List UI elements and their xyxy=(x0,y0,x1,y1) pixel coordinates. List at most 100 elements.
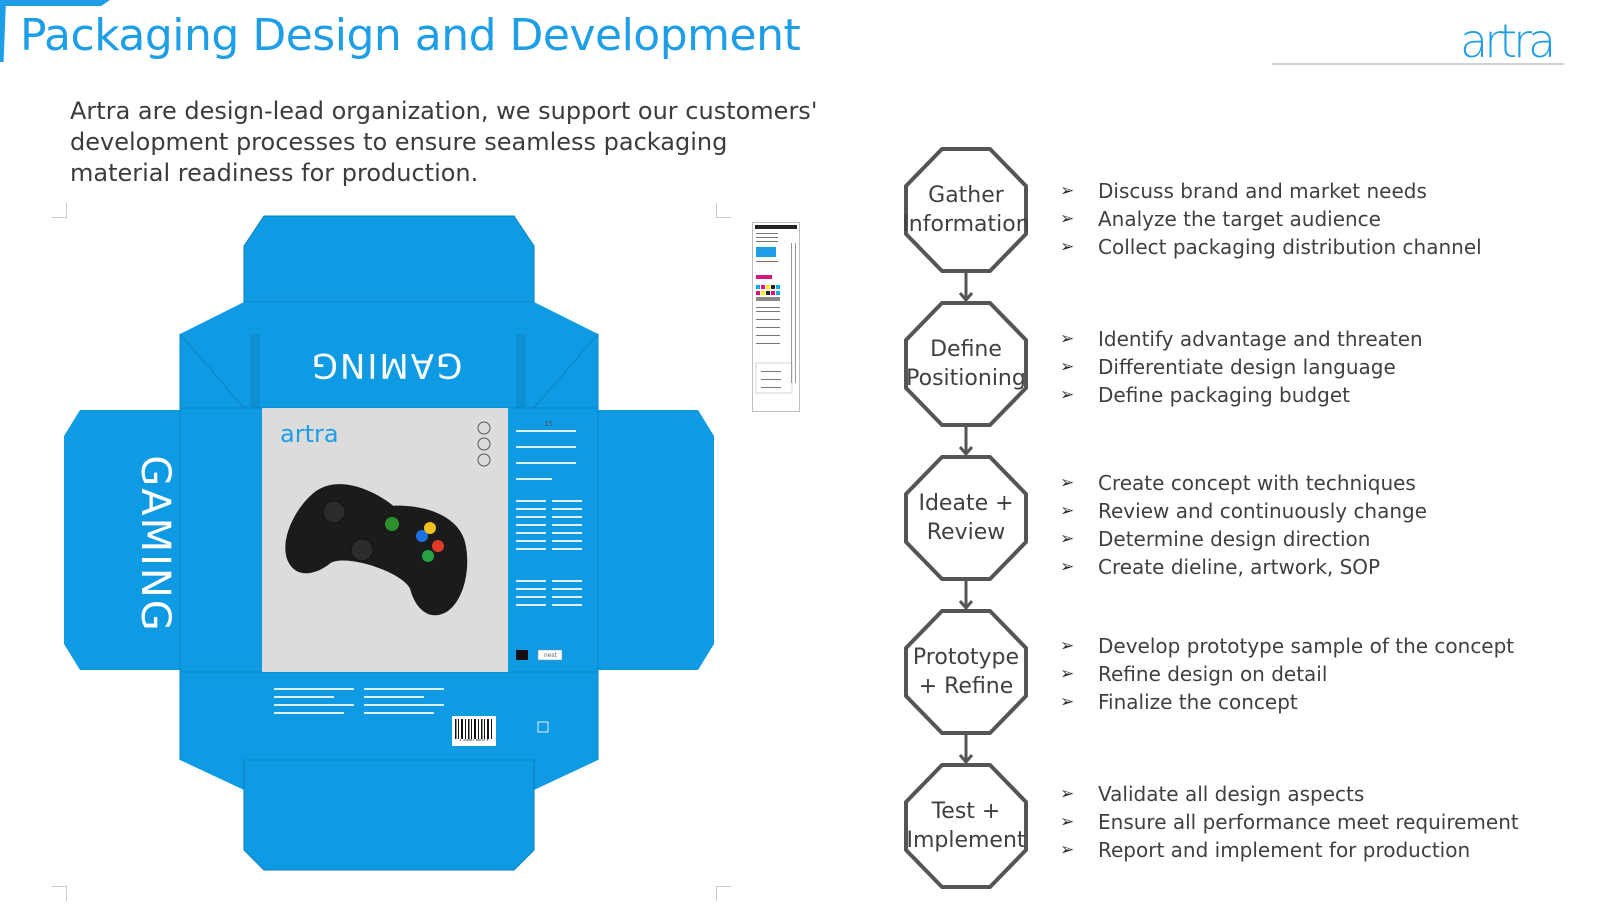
right-side-flap xyxy=(598,410,714,670)
bullet-item: ➢ Finalize the concept xyxy=(1060,688,1514,716)
arrow-bullet-icon: ➢ xyxy=(1060,237,1075,257)
title-accent-bar xyxy=(0,0,6,62)
step-label-line-1: Test + xyxy=(931,799,1001,824)
arrow-bullet-icon: ➢ xyxy=(1060,501,1075,521)
dieline-drawing: artra xyxy=(64,215,714,871)
brand-mark: artra xyxy=(280,420,339,448)
step-label-line-1: Define xyxy=(930,337,1002,362)
step-label-line-2: Review xyxy=(926,520,1006,545)
page-title: Packaging Design and Development xyxy=(20,10,801,61)
flow-arrow xyxy=(958,426,974,456)
bullet-item: ➢ Create concept with techniques xyxy=(1060,469,1427,497)
flow-arrow xyxy=(958,580,974,610)
bullet-item: ➢ Ensure all performance meet requirement xyxy=(1060,808,1519,836)
step-label-line-2: Implement xyxy=(906,828,1026,853)
bullet-text: Define packaging budget xyxy=(1098,383,1350,407)
arrow-bullet-icon: ➢ xyxy=(1060,385,1075,405)
bullet-item: ➢ Collect packaging distribution channel xyxy=(1060,233,1482,261)
bullet-text: Create concept with techniques xyxy=(1098,471,1416,495)
game-controller xyxy=(285,484,468,616)
bullet-item: ➢ Differentiate design language xyxy=(1060,353,1423,381)
arrow-bullet-icon: ➢ xyxy=(1060,529,1075,549)
left-side-flap xyxy=(64,410,180,670)
arrow-bullet-icon: ➢ xyxy=(1060,664,1075,684)
bullet-text: Validate all design aspects xyxy=(1098,782,1365,806)
arrow-bullet-icon: ➢ xyxy=(1060,209,1075,229)
barcode-digits: 1 234567 89012 8 xyxy=(459,738,489,742)
step-label-line-1: Gather xyxy=(928,183,1004,208)
flow-arrow xyxy=(958,734,974,764)
bullet-text: Develop prototype sample of the concept xyxy=(1098,634,1515,658)
hexagon-shape xyxy=(904,301,1028,427)
crop-mark-bottom-left xyxy=(52,886,67,901)
bullet-item: ➢ Analyze the target audience xyxy=(1060,205,1482,233)
bullet-text: Review and continuously change xyxy=(1098,499,1428,523)
hexagon-shape xyxy=(904,455,1028,581)
bullet-item: ➢ Identify advantage and threaten xyxy=(1060,325,1423,353)
step-bullet-list: ➢ Create concept with techniques ➢ Review a… xyxy=(1060,469,1427,581)
arrow-down-icon xyxy=(958,580,974,610)
arrow-bullet-icon: ➢ xyxy=(1060,692,1075,712)
step-bullet-list: ➢ Identify advantage and threaten ➢ Differe… xyxy=(1060,325,1423,409)
crop-mark-bottom-right xyxy=(716,886,731,901)
step-label: Prototype + Refine xyxy=(902,608,1030,736)
bottom-tuck-flap xyxy=(243,759,535,871)
bullet-text: Differentiate design language xyxy=(1098,355,1396,379)
bullet-text: Finalize the concept xyxy=(1098,690,1298,714)
spec-sheet-thumbnail xyxy=(752,222,800,412)
bullet-item: ➢Determine design direction xyxy=(1060,525,1427,553)
bullet-text: Analyze the target audience xyxy=(1098,207,1381,231)
process-step: Prototype + Refine xyxy=(902,608,1030,736)
bullet-item: ➢Develop prototype sample of the concept xyxy=(1060,632,1514,660)
step-label-line-2: Information xyxy=(902,212,1030,237)
bullet-item: ➢ Define packaging budget xyxy=(1060,381,1423,409)
barcode xyxy=(452,716,496,746)
arrow-bullet-icon: ➢ xyxy=(1060,329,1075,349)
hexagon-shape xyxy=(904,763,1028,889)
store-badge: nest xyxy=(544,652,557,659)
fold-lines xyxy=(179,301,599,761)
step-bullet-list: ➢Develop prototype sample of the concept… xyxy=(1060,632,1514,716)
arrow-bullet-icon: ➢ xyxy=(1060,557,1075,577)
bullet-text: Discuss brand and market needs xyxy=(1098,179,1427,203)
bottom-dust-flap-right xyxy=(534,760,598,790)
arrow-bullet-icon: ➢ xyxy=(1060,357,1075,377)
bottom-dust-flap-left xyxy=(180,760,244,790)
bottom-panel xyxy=(180,672,598,760)
bullet-text: Ensure all performance meet requirement xyxy=(1098,810,1519,834)
step-label-line-1: Prototype xyxy=(912,645,1020,670)
bullet-item: ➢ Review and continuously change xyxy=(1060,497,1427,525)
bullet-text: Create dieline, artwork, SOP xyxy=(1098,555,1381,579)
flow-arrow xyxy=(958,272,974,302)
step-label-line-1: Ideate + xyxy=(918,491,1014,516)
bullet-item: ➢Discuss brand and market needs xyxy=(1060,177,1482,205)
back-copy-lines xyxy=(516,430,582,606)
bullet-text: Identify advantage and threaten xyxy=(1098,327,1423,351)
spec-sheet-drawing xyxy=(755,225,797,394)
arrow-bullet-icon: ➢ xyxy=(1060,812,1075,832)
step-label: Test + Implement xyxy=(902,762,1030,890)
bullet-text: Collect packaging distribution channel xyxy=(1098,235,1482,259)
top-dust-flap-left xyxy=(180,302,244,334)
bullet-item: ➢ Validate all design aspects xyxy=(1060,780,1519,808)
age-rating-badge: 15 xyxy=(544,420,553,428)
arrow-bullet-icon: ➢ xyxy=(1060,473,1075,493)
top-tuck-flap xyxy=(243,215,535,303)
arrow-bullet-icon: ➢ xyxy=(1060,840,1075,860)
arrow-down-icon xyxy=(958,426,974,456)
arrow-bullet-icon: ➢ xyxy=(1060,784,1075,804)
top-panel xyxy=(180,334,598,408)
step-bullet-list: ➢Discuss brand and market needs➢Analyze … xyxy=(1060,177,1482,261)
step-label-line-2: + Refine xyxy=(918,674,1014,699)
artra-logo: artra xyxy=(1460,14,1556,68)
flap-gaming-text: GAMING xyxy=(309,345,463,385)
crop-mark-top-right xyxy=(716,203,731,218)
bullet-text: Report and implement for production xyxy=(1098,838,1471,862)
bullet-item: ➢Refine design on detail xyxy=(1060,660,1514,688)
intro-paragraph: Artra are design-lead organization, we s… xyxy=(70,97,818,187)
arrow-down-icon xyxy=(958,272,974,302)
corner-accent xyxy=(0,0,110,6)
